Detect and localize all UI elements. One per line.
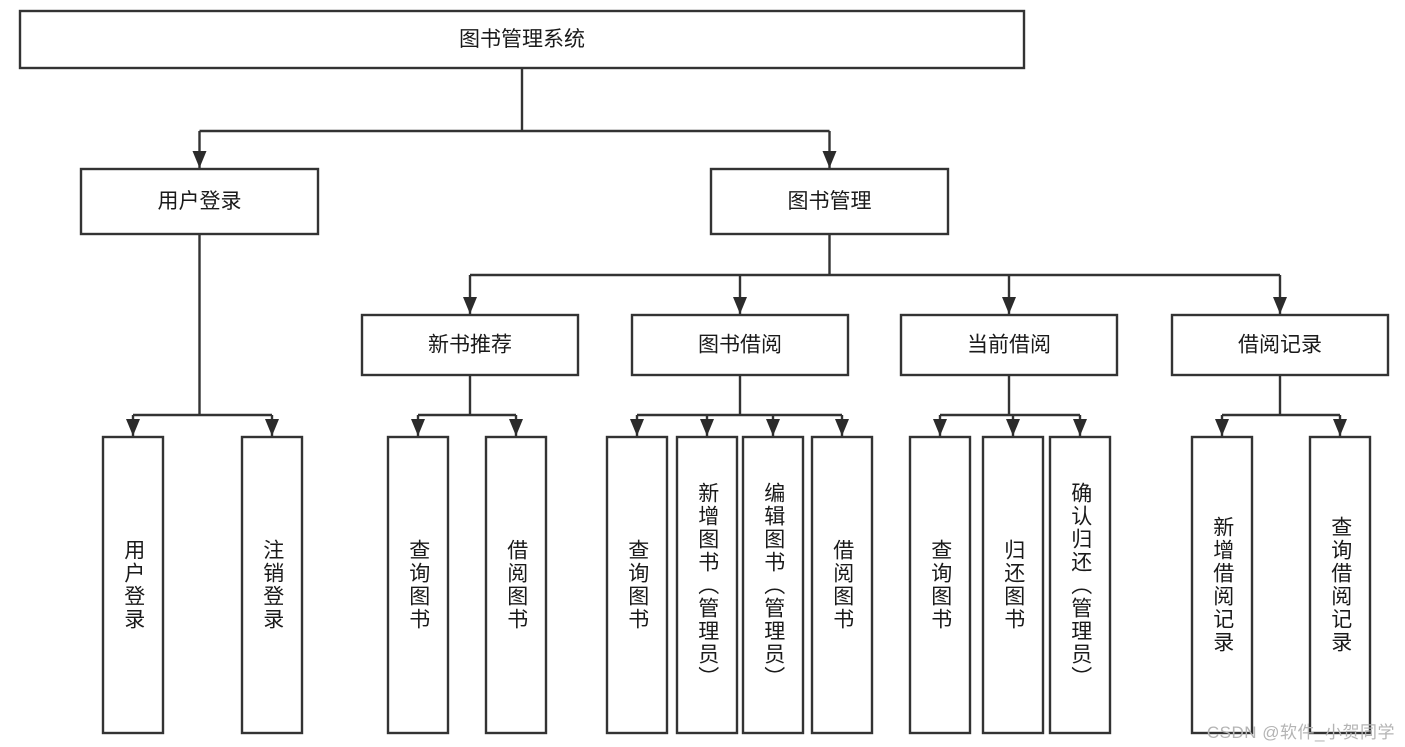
- node-box-leaf-add-book[interactable]: [675, 435, 739, 735]
- node-box-new-book-rec[interactable]: [360, 313, 580, 377]
- node-box-borrow-record[interactable]: [1170, 313, 1390, 377]
- node-box-book-borrow[interactable]: [630, 313, 850, 377]
- node-label-new-book-rec: 新书推荐: [428, 334, 512, 357]
- arrow-head-icon: [733, 297, 747, 314]
- node-label-root: 图书管理系统: [459, 28, 585, 51]
- node-box-leaf-add-record[interactable]: [1190, 435, 1254, 735]
- edges-layer: [126, 68, 1347, 436]
- arrow-head-icon: [1273, 297, 1287, 314]
- arrow-head-icon: [265, 419, 279, 436]
- node-box-leaf-borrow-book-2[interactable]: [810, 435, 874, 735]
- node-box-leaf-query-book-2[interactable]: [605, 435, 669, 735]
- node-box-leaf-query-record[interactable]: [1308, 435, 1372, 735]
- node-box-leaf-query-book-1[interactable]: [386, 435, 450, 735]
- arrow-head-icon: [509, 419, 523, 436]
- arrow-head-icon: [411, 419, 425, 436]
- arrow-head-icon: [700, 419, 714, 436]
- node-box-book-manage[interactable]: [709, 167, 950, 236]
- arrow-head-icon: [1006, 419, 1020, 436]
- node-box-leaf-query-book-3[interactable]: [908, 435, 972, 735]
- node-box-leaf-return-book[interactable]: [981, 435, 1045, 735]
- arrow-head-icon: [822, 151, 837, 168]
- csdn-watermark: CSDN @软件_小贺同学: [1206, 723, 1395, 742]
- arrow-head-icon: [630, 419, 644, 436]
- node-box-leaf-borrow-book-1[interactable]: [484, 435, 548, 735]
- node-label-current-borrow: 当前借阅: [967, 334, 1051, 357]
- nodes-layer: [18, 9, 1390, 735]
- node-box-root[interactable]: [18, 9, 1026, 70]
- arrow-head-icon: [835, 419, 849, 436]
- node-label-book-borrow: 图书借阅: [698, 334, 782, 357]
- node-label-borrow-record: 借阅记录: [1238, 334, 1322, 357]
- arrow-head-icon: [1002, 297, 1016, 314]
- arrow-head-icon: [766, 419, 780, 436]
- node-box-leaf-confirm-return[interactable]: [1048, 435, 1112, 735]
- node-box-leaf-logout[interactable]: [240, 435, 304, 735]
- node-label-book-manage: 图书管理: [788, 190, 872, 213]
- arrow-head-icon: [1073, 419, 1087, 436]
- arrow-head-icon: [1215, 419, 1229, 436]
- node-label-user-login: 用户登录: [158, 190, 242, 213]
- node-box-current-borrow[interactable]: [899, 313, 1119, 377]
- node-box-user-login[interactable]: [79, 167, 320, 236]
- arrow-head-icon: [933, 419, 947, 436]
- arrow-head-icon: [192, 151, 207, 168]
- arrow-head-icon: [463, 297, 477, 314]
- arrow-head-icon: [126, 419, 140, 436]
- arrow-head-icon: [1333, 419, 1347, 436]
- node-box-leaf-edit-book[interactable]: [741, 435, 805, 735]
- node-box-leaf-user-login[interactable]: [101, 435, 165, 735]
